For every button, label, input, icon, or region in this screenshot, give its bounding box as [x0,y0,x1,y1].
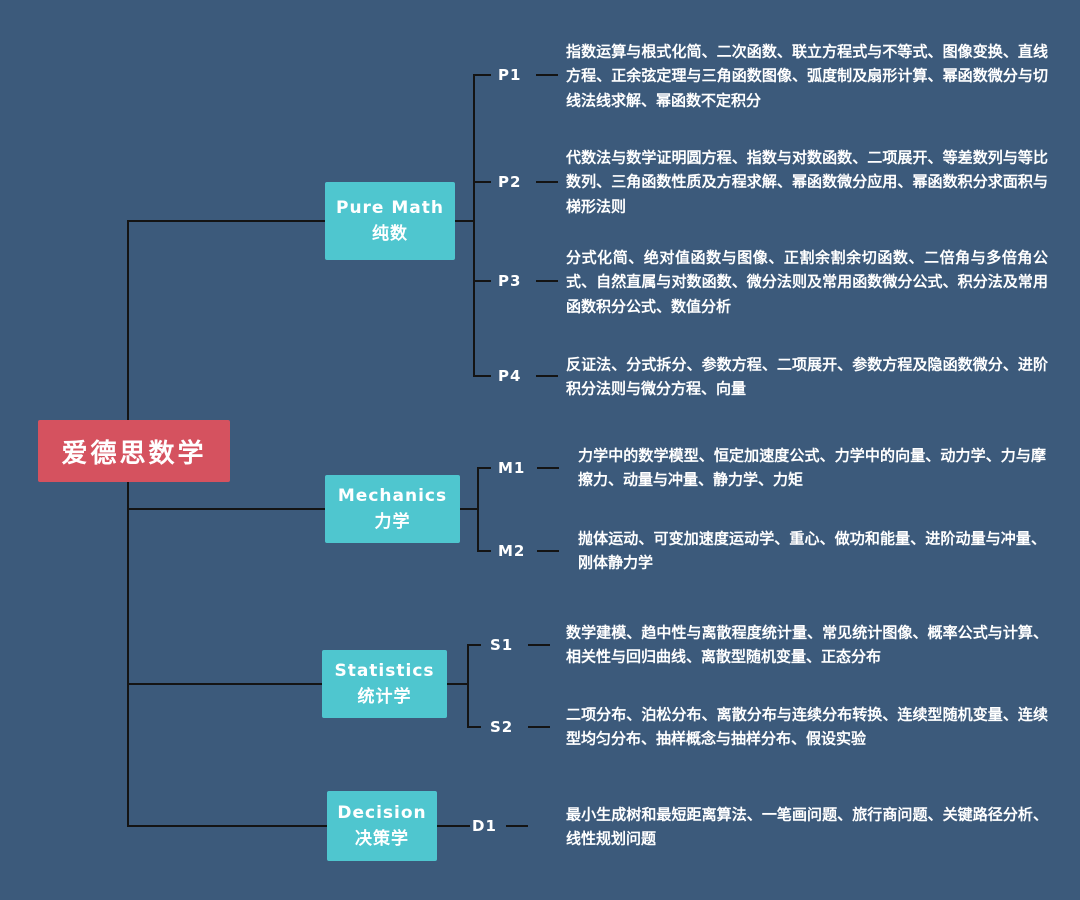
connector-stub-p1 [473,74,491,76]
connector-mech-out [460,508,478,510]
topic-desc-p4: 反证法、分式拆分、参数方程、二项展开、参数方程及隐函数微分、进阶积分法则与微分方… [566,355,1048,398]
branch-title: Statistics [334,660,435,681]
root-node: 爱德思数学 [38,420,230,482]
connector-stub-s2 [467,726,481,728]
connector-stub-p3 [473,280,491,282]
topic-desc-p1: 指数运算与根式化简、二次函数、联立方程式与不等式、图像变换、直线方程、正余弦定理… [566,42,1048,110]
branch-mechanics: Mechanics 力学 [325,475,460,543]
topic-desc-s1: 数学建模、趋中性与离散程度统计量、常见统计图像、概率公式与计算、相关性与回归曲线… [566,623,1048,666]
connector-pure-out [455,220,474,222]
topic-desc-p2: 代数法与数学证明圆方程、指数与对数函数、二项展开、等差数列与等比数列、三角函数性… [566,148,1048,216]
topic-desc-p3: 分式化简、绝对值函数与图像、正割余割余切函数、二倍角与多倍角公式、自然直属与对数… [566,248,1048,316]
topic-code-p2: P2 [498,173,522,191]
topic-desc-m2: 抛体运动、可变加速度运动学、重心、做功和能量、进阶动量与冲量、刚体静力学 [578,529,1046,572]
branch-decision: Decision 决策学 [327,791,437,861]
connector-stub-m1 [477,467,491,469]
branch-subtitle: 纯数 [372,224,408,244]
branch-pure-math: Pure Math 纯数 [325,182,455,260]
branch-title: Pure Math [335,197,444,218]
connector-dash-d1 [506,825,528,827]
connector-dash-p4 [536,375,558,377]
connector-trunk [127,220,129,827]
topic-desc-d1: 最小生成树和最短距离算法、一笔画问题、旅行商问题、关键路径分析、线性规划问题 [566,805,1048,848]
branch-statistics: Statistics 统计学 [322,650,447,718]
connector-mechanics [127,508,325,510]
connector-decision [127,825,327,827]
topic-code-p1: P1 [498,66,522,84]
connector-stat-bracket [467,644,469,728]
branch-subtitle: 力学 [374,512,411,532]
connector-stub-p4 [473,375,491,377]
connector-stub-p2 [473,181,491,183]
topic-code-s1: S1 [490,636,514,654]
topic-code-p4: P4 [498,367,522,385]
connector-dec-out [437,825,470,827]
connector-stat-out [447,683,468,685]
connector-statistics [127,683,322,685]
topic-code-p3: P3 [498,272,522,290]
connector-stub-s1 [467,644,481,646]
root-label: 爱德思数学 [61,438,207,469]
topic-desc-m1: 力学中的数学模型、恒定加速度公式、力学中的向量、动力学、力与摩擦力、动量与冲量、… [578,446,1046,489]
connector-dash-m2 [537,550,559,552]
topic-code-s2: S2 [490,718,514,736]
connector-dash-p1 [536,74,558,76]
connector-pure-math [127,220,325,222]
topic-code-m1: M1 [498,459,526,477]
branch-subtitle: 统计学 [357,687,412,707]
branch-title: Mechanics [337,485,448,506]
branch-subtitle: 决策学 [355,829,409,849]
topic-desc-s2: 二项分布、泊松分布、离散分布与连续分布转换、连续型随机变量、连续型均匀分布、抽样… [566,705,1048,748]
connector-dash-s1 [528,644,550,646]
topic-code-m2: M2 [498,542,526,560]
topic-code-d1: D1 [472,817,497,835]
connector-dash-m1 [537,467,559,469]
connector-dash-s2 [528,726,550,728]
connector-stub-m2 [477,550,491,552]
connector-mech-bracket [477,467,479,552]
connector-pure-bracket [473,74,475,377]
branch-title: Decision [337,802,427,823]
connector-dash-p3 [536,280,558,282]
connector-dash-p2 [536,181,558,183]
